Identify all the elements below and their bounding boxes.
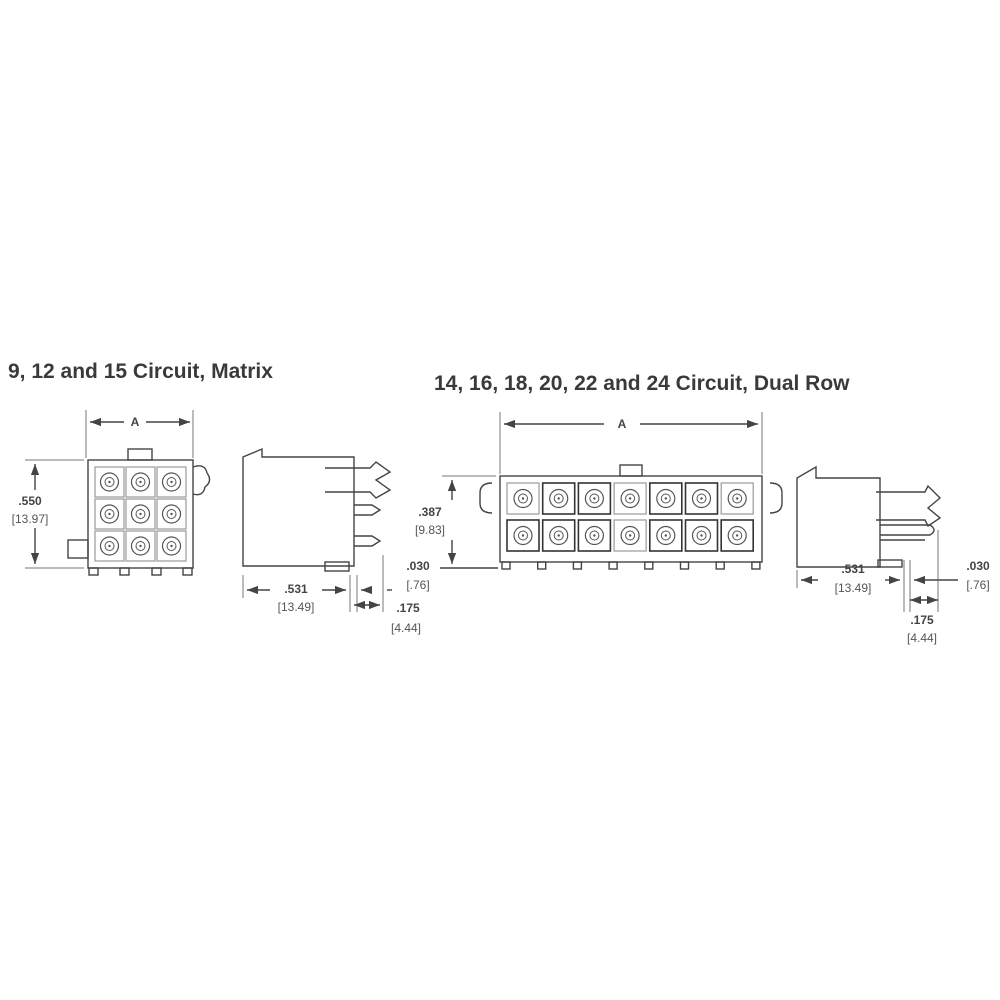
foot-pad (608, 561, 618, 570)
cavity (156, 466, 187, 498)
dual-row-depth-mm: [13.49] (835, 581, 872, 595)
foot-pad (537, 561, 547, 570)
dual-row-offset-mm: [.76] (406, 578, 429, 592)
dual-row-side-view: .531 [13.49] .030 [.76] .175 [4.44] (796, 465, 990, 645)
dual-row-offset2-in: .030 (966, 559, 990, 573)
cavity (684, 482, 719, 515)
cavity (541, 482, 576, 515)
matrix-pin-mm: [4.44] (391, 621, 421, 635)
matrix-front-view: A .550 [13.97] (12, 410, 211, 576)
cavity (684, 519, 719, 552)
dual-row-offset2-mm: [.76] (966, 578, 989, 592)
foot-pad (715, 561, 725, 570)
matrix-pin-in: .175 (396, 601, 420, 615)
cavity (648, 482, 683, 515)
dual-row-offset-in: .030 (406, 559, 430, 573)
cavity (613, 519, 647, 552)
cavity (94, 498, 125, 530)
cavity (94, 530, 125, 562)
matrix-height-in: .550 (18, 494, 42, 508)
dual-row-pin-in: .175 (910, 613, 934, 627)
dual-row-title: 14, 16, 18, 20, 22 and 24 Circuit, Dual … (434, 372, 850, 395)
cavity (94, 466, 125, 498)
cavity (648, 519, 683, 552)
foot-pad (501, 561, 511, 570)
cavity (720, 482, 754, 515)
cavity (125, 530, 156, 562)
cavity (506, 519, 540, 552)
matrix-title: 9, 12 and 15 Circuit, Matrix (8, 360, 273, 383)
foot-pad (679, 561, 690, 570)
matrix-depth-in: .531 (284, 582, 308, 596)
cavity (156, 498, 187, 530)
cavity (506, 482, 540, 515)
matrix-side-view: .531 [13.49] .175 [4.44] (242, 447, 421, 635)
foot-pad (644, 561, 654, 570)
cavity (613, 482, 647, 515)
dual-row-height-in: .387 (418, 505, 442, 519)
matrix-dim-a: A (131, 415, 140, 429)
cavity (720, 519, 755, 552)
dual-row-height-mm: [9.83] (415, 523, 445, 537)
cavity (125, 466, 156, 498)
dual-row-pin-mm: [4.44] (907, 631, 937, 645)
cavity (125, 498, 156, 530)
matrix-height-mm: [13.97] (12, 512, 49, 526)
cavity (577, 519, 612, 552)
cavity (156, 530, 187, 562)
cavity (577, 482, 612, 515)
foot-pad (572, 561, 583, 570)
foot-pad (751, 561, 761, 570)
cavity (541, 519, 576, 552)
matrix-depth-mm: [13.49] (278, 600, 315, 614)
dual-row-dim-a: A (618, 417, 627, 431)
dual-row-front-view: A .387 [9.83] .030 [.76] (406, 412, 783, 592)
dual-row-depth-in: .531 (841, 562, 865, 576)
